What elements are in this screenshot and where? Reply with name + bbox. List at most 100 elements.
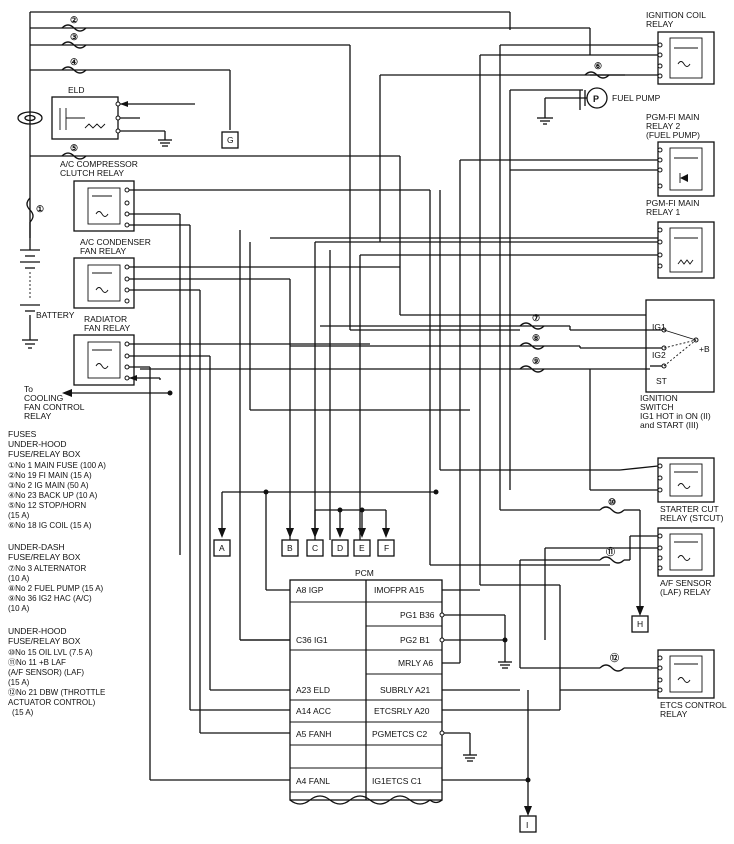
svg-text:A: A bbox=[219, 543, 225, 553]
svg-text:②: ② bbox=[70, 15, 78, 25]
svg-text:BATTERY: BATTERY bbox=[36, 310, 75, 320]
relay-wires bbox=[129, 189, 470, 781]
svg-text:RELAY: RELAY bbox=[660, 709, 688, 719]
svg-text:RELAY: RELAY bbox=[24, 411, 52, 421]
svg-text:(10 A): (10 A) bbox=[8, 604, 30, 613]
svg-text:C: C bbox=[312, 543, 318, 553]
svg-text:H: H bbox=[637, 619, 643, 629]
svg-text:RELAY 2: RELAY 2 bbox=[646, 121, 680, 131]
svg-text:⑦: ⑦ bbox=[532, 313, 540, 323]
svg-text:F: F bbox=[384, 543, 389, 553]
connector-f bbox=[377, 539, 395, 557]
svg-text:RELAY 1: RELAY 1 bbox=[646, 207, 680, 217]
pcm-right-wiring bbox=[240, 490, 561, 783]
svg-text:A/C COMPRESSOR: A/C COMPRESSOR bbox=[60, 159, 138, 169]
svg-text:ST: ST bbox=[656, 376, 667, 386]
ignition-switch-wires bbox=[140, 325, 662, 490]
svg-text:⑨: ⑨ bbox=[532, 356, 540, 366]
svg-text:FUSES: FUSES bbox=[8, 429, 37, 439]
svg-text:⑫No 21 DBW (THROTTLE: ⑫No 21 DBW (THROTTLE bbox=[8, 688, 105, 697]
fuel-pump: P FUEL PUMP bbox=[537, 87, 661, 125]
svg-text:E: E bbox=[359, 543, 365, 553]
ignition-coil-relay: IGNITION COIL RELAY bbox=[646, 10, 715, 85]
svg-text:ELD: ELD bbox=[68, 85, 85, 95]
svg-text:COOLING: COOLING bbox=[24, 393, 63, 403]
svg-text:⑪: ⑪ bbox=[606, 546, 615, 557]
svg-text:A8 IGP: A8 IGP bbox=[296, 585, 324, 595]
svg-text:UNDER-DASH: UNDER-DASH bbox=[8, 542, 65, 552]
svg-text:STARTER CUT: STARTER CUT bbox=[660, 504, 719, 514]
svg-text:④: ④ bbox=[70, 57, 78, 67]
svg-text:RELAY (STCUT): RELAY (STCUT) bbox=[660, 513, 724, 523]
connector-d bbox=[331, 539, 349, 557]
connector-i bbox=[519, 815, 537, 833]
svg-text:FAN RELAY: FAN RELAY bbox=[84, 323, 130, 333]
ground-eld bbox=[158, 139, 172, 147]
svg-text:(A/F SENSOR) (LAF): (A/F SENSOR) (LAF) bbox=[8, 668, 84, 677]
starter-cut-relay: STARTER CUT RELAY (STCUT) bbox=[657, 457, 724, 523]
svg-text:ACTUATOR CONTROL): ACTUATOR CONTROL) bbox=[8, 698, 96, 707]
connector-c bbox=[306, 539, 324, 557]
svg-text:I: I bbox=[526, 820, 528, 830]
svg-text:②No 19 FI MAIN (15 A): ②No 19 FI MAIN (15 A) bbox=[8, 471, 92, 480]
svg-text:CLUTCH RELAY: CLUTCH RELAY bbox=[60, 168, 124, 178]
svg-text:⑫: ⑫ bbox=[610, 652, 619, 663]
main-power-bus bbox=[29, 11, 590, 238]
svg-text:D: D bbox=[337, 543, 343, 553]
svg-text:+B: +B bbox=[699, 344, 710, 354]
svg-text:(15 A): (15 A) bbox=[12, 708, 34, 717]
fuse-legend: FUSES UNDER-HOOD FUSE/RELAY BOX ①No 1 MA… bbox=[8, 429, 106, 717]
svg-text:IMOFPR A15: IMOFPR A15 bbox=[374, 585, 424, 595]
svg-text:①: ① bbox=[36, 204, 44, 214]
pcm-right-pins: IMOFPR A15 PG1 B36 PG2 B1 MRLY A6 SUBRLY… bbox=[366, 585, 442, 793]
svg-text:and START (III): and START (III) bbox=[640, 420, 699, 430]
fuse-8: ⑧ bbox=[519, 333, 545, 350]
svg-text:ETCSRLY A20: ETCSRLY A20 bbox=[374, 706, 430, 716]
svg-text:⑧No 2 FUEL PUMP (15 A): ⑧No 2 FUEL PUMP (15 A) bbox=[8, 584, 104, 593]
svg-text:⑤: ⑤ bbox=[70, 143, 78, 153]
svg-text:①No 1 MAIN FUSE (100 A): ①No 1 MAIN FUSE (100 A) bbox=[8, 461, 106, 470]
svg-text:FAN RELAY: FAN RELAY bbox=[80, 246, 126, 256]
svg-text:⑩: ⑩ bbox=[608, 497, 616, 507]
svg-text:⑩No 15 OIL LVL (7.5 A): ⑩No 15 OIL LVL (7.5 A) bbox=[8, 648, 93, 657]
svg-text:(15 A): (15 A) bbox=[8, 678, 30, 687]
svg-text:⑧: ⑧ bbox=[532, 333, 540, 343]
svg-text:IG1ETCS C1: IG1ETCS C1 bbox=[372, 776, 422, 786]
pgmfi-main-relay-1: PGM-FI MAIN RELAY 1 bbox=[646, 198, 715, 279]
svg-text:IGNITION: IGNITION bbox=[640, 393, 678, 403]
svg-text:A/F SENSOR: A/F SENSOR bbox=[660, 578, 711, 588]
svg-text:⑪No 11 +B LAF: ⑪No 11 +B LAF bbox=[8, 658, 66, 667]
svg-text:G: G bbox=[227, 135, 234, 145]
svg-text:UNDER-HOOD: UNDER-HOOD bbox=[8, 439, 67, 449]
fuse-10: ⑩ bbox=[599, 497, 625, 514]
svg-text:⑥No 18 IG COIL (15 A): ⑥No 18 IG COIL (15 A) bbox=[8, 521, 92, 530]
vertical-harness bbox=[270, 12, 660, 585]
eld-unit: ELD bbox=[17, 85, 121, 140]
svg-text:FAN CONTROL: FAN CONTROL bbox=[24, 402, 85, 412]
svg-text:(15 A): (15 A) bbox=[8, 511, 30, 520]
svg-text:PGMETCS C2: PGMETCS C2 bbox=[372, 729, 428, 739]
connector-e bbox=[353, 539, 371, 557]
svg-text:C36 IG1: C36 IG1 bbox=[296, 635, 328, 645]
svg-text:(LAF) RELAY: (LAF) RELAY bbox=[660, 587, 711, 597]
svg-text:PCM: PCM bbox=[355, 568, 374, 578]
svg-text:⑥: ⑥ bbox=[594, 61, 602, 71]
connector-g bbox=[221, 131, 239, 149]
fuse-5: ⑤ bbox=[61, 143, 87, 160]
svg-text:④No 23 BACK UP (10 A): ④No 23 BACK UP (10 A) bbox=[8, 491, 98, 500]
svg-text:PG1 B36: PG1 B36 bbox=[400, 610, 435, 620]
svg-text:MRLY A6: MRLY A6 bbox=[398, 658, 433, 668]
svg-text:IGNITION COIL: IGNITION COIL bbox=[646, 10, 706, 20]
svg-text:A14 ACC: A14 ACC bbox=[296, 706, 331, 716]
pcm-left-pins: A8 IGP C36 IG1 A23 ELD A14 ACC A5 FANH A… bbox=[290, 585, 366, 793]
connector-h bbox=[631, 615, 649, 633]
fuse-11: ⑪ bbox=[599, 546, 625, 564]
svg-text:A/C CONDENSER: A/C CONDENSER bbox=[80, 237, 151, 247]
fuse-1: ① bbox=[26, 197, 44, 223]
svg-text:B: B bbox=[287, 543, 293, 553]
etcs-control-relay: ETCS CONTROL RELAY bbox=[657, 649, 727, 719]
svg-text:A5 FANH: A5 FANH bbox=[296, 729, 331, 739]
fuse-9: ⑨ bbox=[519, 356, 545, 373]
svg-text:IG1: IG1 bbox=[652, 322, 666, 332]
